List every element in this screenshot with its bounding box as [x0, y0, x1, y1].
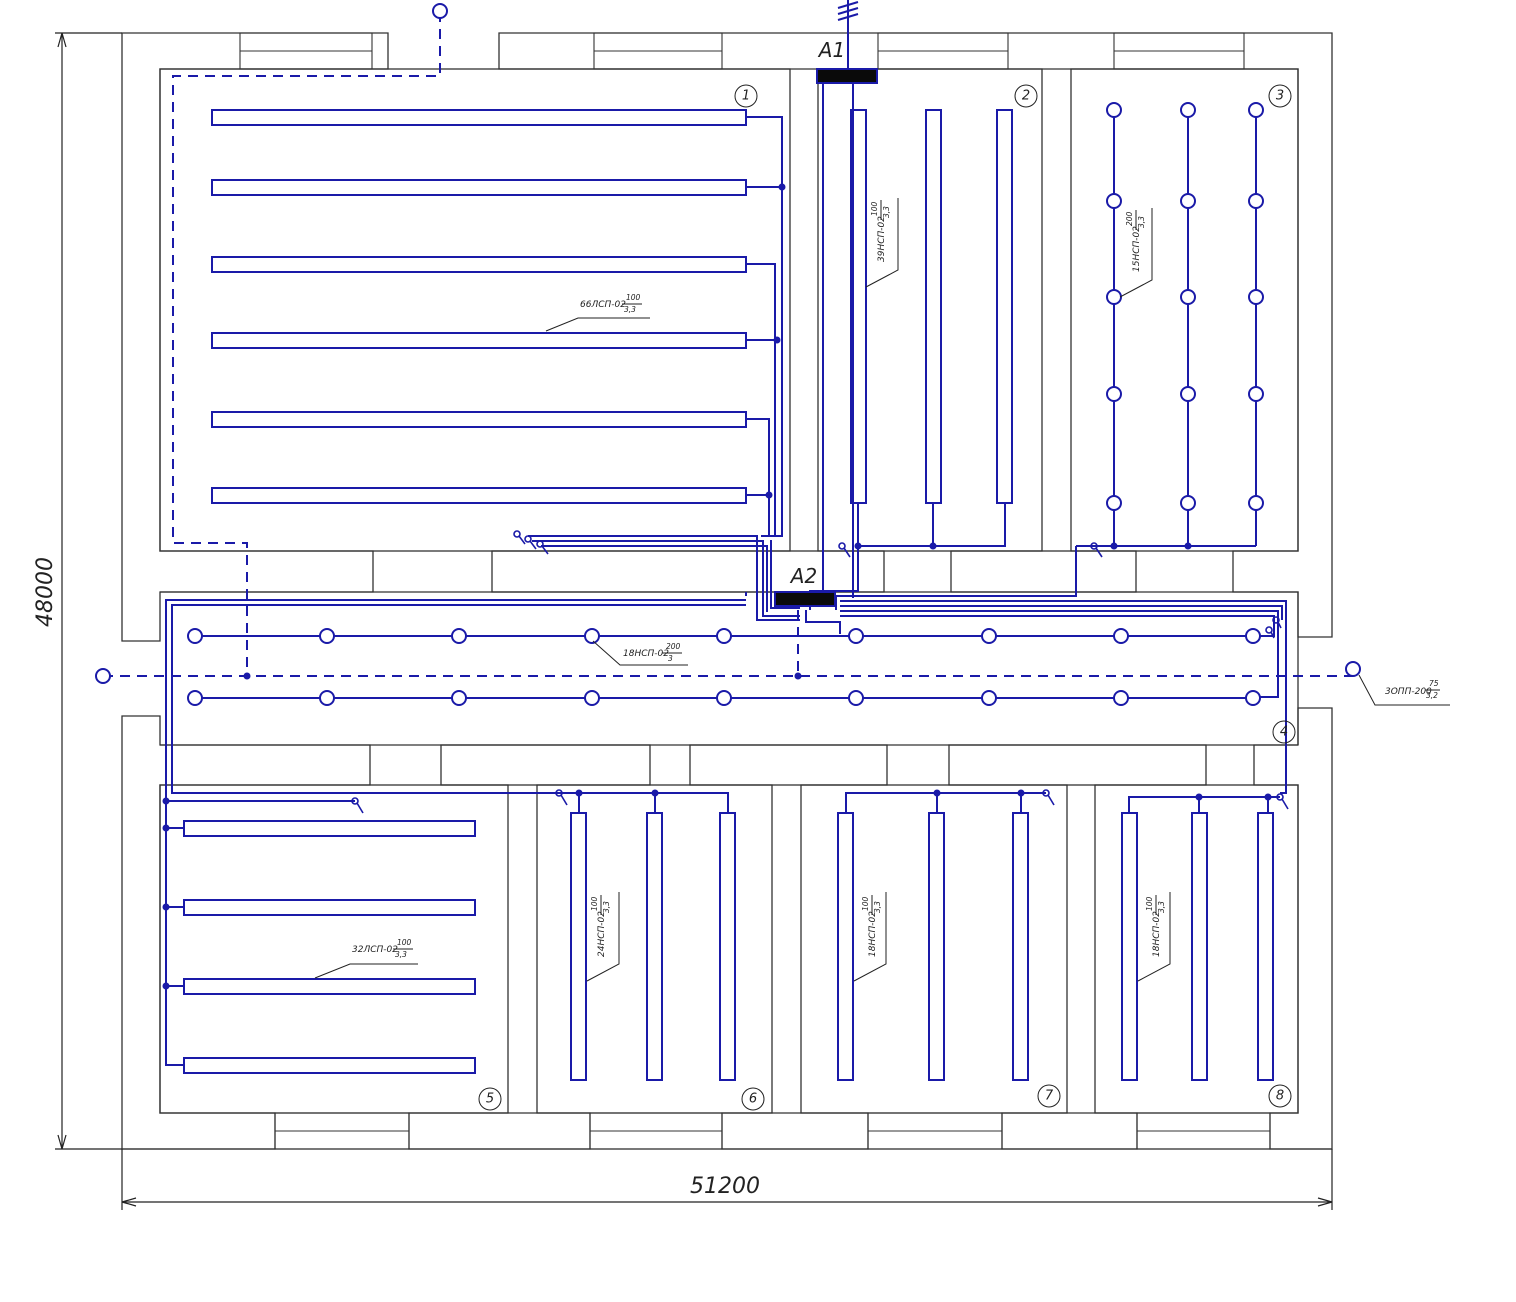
- room3-fixture-label: 15НСП-02 200 3,3: [1119, 208, 1153, 298]
- room-number-8: 8: [1276, 1089, 1284, 1104]
- room5-linear-lamps: [183, 820, 476, 1074]
- corridor-point-lamps: [187, 628, 1261, 706]
- svg-text:18НСП-02: 18НСП-02: [623, 649, 669, 659]
- svg-text:18НСП-02: 18НСП-02: [868, 911, 878, 957]
- room-number-5: 5: [486, 1092, 494, 1107]
- panel-a2-label: A2: [789, 564, 817, 588]
- svg-text:100: 100: [590, 896, 599, 911]
- svg-text:200: 200: [666, 642, 681, 651]
- svg-text:3,3: 3,3: [1137, 216, 1146, 228]
- switches: [351, 530, 1289, 814]
- svg-text:75: 75: [1429, 679, 1439, 688]
- distribution-panels: [774, 68, 878, 607]
- emergency-wiring: [103, 12, 1353, 677]
- room-number-1: 1: [742, 89, 750, 104]
- outdoor-lamps: [95, 3, 1361, 684]
- room1-fixture-label: 66ЛСП-02 100 3,3: [545, 293, 650, 332]
- height-dimension: 48000: [33, 557, 58, 627]
- svg-text:3,3: 3,3: [1157, 901, 1166, 913]
- svg-text:24НСП-02: 24НСП-02: [597, 911, 607, 957]
- svg-text:3,3: 3,3: [624, 305, 636, 314]
- room2-linear-lamps: [850, 109, 1013, 504]
- svg-text:100: 100: [870, 201, 879, 216]
- room-number-7: 7: [1045, 1089, 1054, 1104]
- svg-text:3: 3: [668, 654, 673, 663]
- room-number-4: 4: [1280, 725, 1288, 740]
- panel-a1-label: A1: [817, 38, 845, 62]
- room3-point-lamps: [1106, 102, 1264, 511]
- room6-fixture-label: 24НСП-02 100 3,3: [586, 892, 620, 982]
- room8-linear-lamps: [1121, 812, 1274, 1081]
- room7-linear-lamps: [837, 812, 1029, 1081]
- svg-text:66ЛСП-02: 66ЛСП-02: [580, 300, 626, 310]
- room7-fixture-label: 18НСП-02 100 3,3: [853, 892, 887, 982]
- room-number-markers: [478, 84, 1296, 1111]
- width-dimension: 51200: [690, 1174, 760, 1199]
- dimension-lines: [55, 32, 1333, 1210]
- svg-text:15НСП-02: 15НСП-02: [1132, 226, 1142, 272]
- room1-linear-lamps: [211, 109, 747, 504]
- svg-text:100: 100: [397, 938, 412, 947]
- room6-linear-lamps: [570, 812, 736, 1081]
- room5-fixture-label: 32ЛСП-02 100 3,3: [314, 938, 418, 979]
- svg-text:3,3: 3,3: [395, 950, 407, 959]
- room-number-6: 6: [749, 1092, 757, 1107]
- svg-text:39НСП-02: 39НСП-02: [877, 216, 887, 262]
- room-number-2: 2: [1022, 89, 1030, 104]
- svg-text:3ОПП-200: 3ОПП-200: [1385, 687, 1432, 697]
- svg-text:200: 200: [1125, 211, 1134, 226]
- room2-fixture-label: 39НСП-02 100 3,3: [865, 198, 899, 288]
- svg-text:3,2: 3,2: [1426, 691, 1438, 700]
- room-number-3: 3: [1276, 89, 1284, 104]
- room8-fixture-label: 18НСП-02 100 3,3: [1137, 892, 1171, 982]
- svg-text:3,3: 3,3: [602, 901, 611, 913]
- junction-nodes: [162, 183, 1272, 990]
- svg-text:3,3: 3,3: [873, 901, 882, 913]
- svg-text:32ЛСП-02: 32ЛСП-02: [352, 945, 398, 955]
- windows: [239, 32, 1271, 1150]
- svg-text:100: 100: [1145, 896, 1154, 911]
- room4-fixture-label: 18НСП-02 200 3: [592, 640, 688, 666]
- svg-text:100: 100: [861, 896, 870, 911]
- svg-text:3,3: 3,3: [882, 206, 891, 218]
- svg-text:100: 100: [626, 293, 641, 302]
- outdoor-fixture-label: 3ОПП-200 75 3,2: [1358, 674, 1450, 706]
- svg-text:18НСП-02: 18НСП-02: [1152, 911, 1162, 957]
